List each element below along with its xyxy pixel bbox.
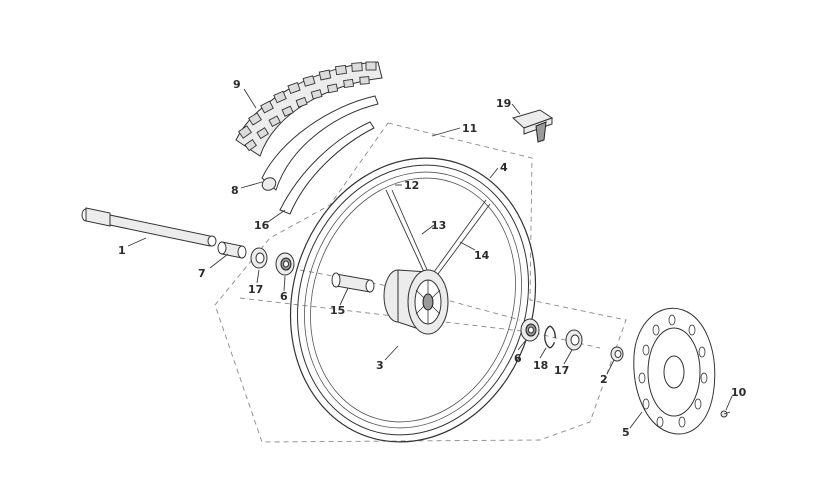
callout-8: 8 xyxy=(231,184,239,197)
inner-tube xyxy=(261,95,379,191)
callout-19: 19 xyxy=(496,97,511,110)
callout-17-right: 17 xyxy=(554,364,569,377)
callout-10: 10 xyxy=(731,386,747,399)
spokes xyxy=(385,189,491,275)
callout-6-right: 6 xyxy=(514,352,522,365)
bearing-left xyxy=(275,252,295,276)
callout-13: 13 xyxy=(431,219,446,232)
oil-seal-right xyxy=(565,329,583,351)
callout-6-left: 6 xyxy=(280,290,288,303)
callout-17-left: 17 xyxy=(248,283,263,296)
circlip xyxy=(544,325,556,349)
callout-15: 15 xyxy=(330,304,345,317)
axle-nut xyxy=(610,346,624,362)
wheel-hub xyxy=(383,269,449,335)
tyre xyxy=(235,61,383,157)
disc-screw xyxy=(720,410,731,418)
callout-4: 4 xyxy=(500,161,508,174)
tyre-valve xyxy=(512,109,554,143)
callout-2: 2 xyxy=(600,373,608,386)
bearing-right xyxy=(520,318,540,342)
hub-spacer xyxy=(331,272,375,293)
callout-9: 9 xyxy=(233,78,241,91)
callout-18: 18 xyxy=(533,359,548,372)
callouts: 1 2 3 4 5 6 6 7 8 9 10 11 12 13 14 15 16… xyxy=(118,78,747,439)
callout-16: 16 xyxy=(254,219,270,232)
callout-7: 7 xyxy=(198,267,206,280)
callout-1: 1 xyxy=(118,244,126,257)
spacer xyxy=(217,241,247,259)
oil-seal-left xyxy=(250,247,268,269)
callout-5: 5 xyxy=(622,426,630,439)
front-axle xyxy=(81,207,217,247)
callout-12: 12 xyxy=(404,179,419,192)
callout-11: 11 xyxy=(462,122,477,135)
callout-14: 14 xyxy=(474,249,490,262)
callout-3: 3 xyxy=(376,359,384,372)
rim-tape xyxy=(279,121,375,215)
brake-disc xyxy=(633,307,716,435)
leader-lines xyxy=(127,88,733,429)
